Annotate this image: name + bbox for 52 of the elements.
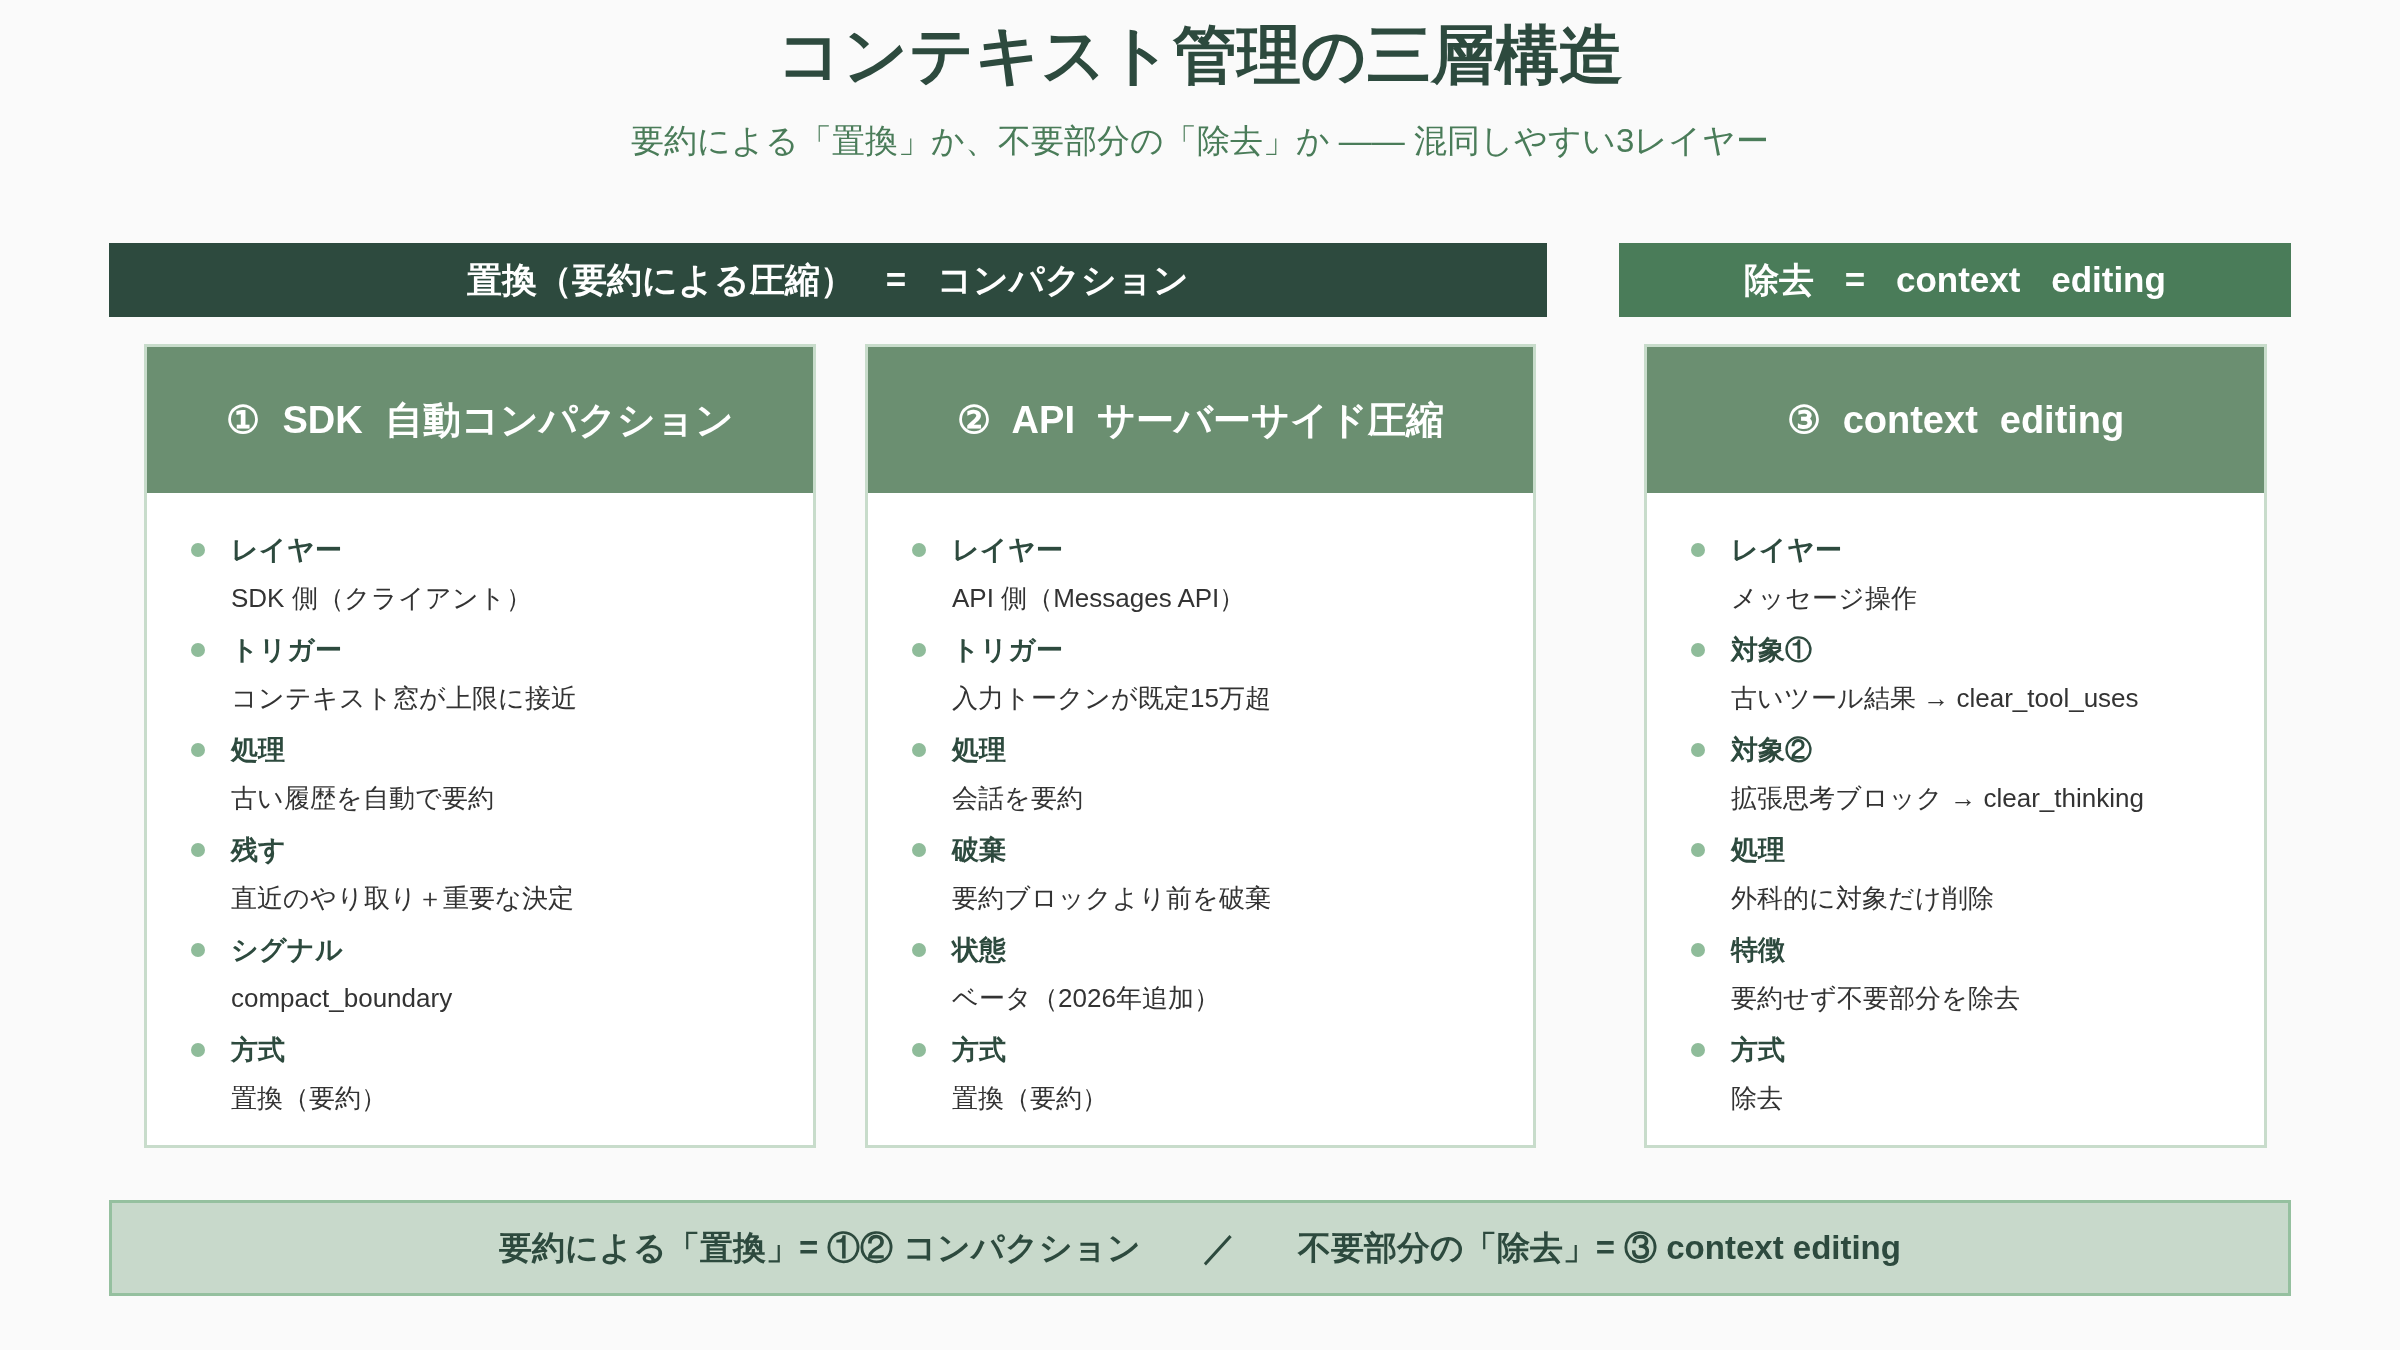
item-value: SDK 側（クライアント） bbox=[231, 582, 532, 615]
item-value: 古い履歴を自動で要約 bbox=[231, 782, 494, 815]
title: コンテキスト管理の三層構造 bbox=[777, 18, 1623, 93]
item-label: レイヤー bbox=[1731, 534, 1842, 567]
item-value: 会話を要約 bbox=[952, 782, 1083, 815]
item-label: レイヤー bbox=[952, 534, 1063, 567]
item-label: レイヤー bbox=[231, 534, 342, 567]
card bbox=[144, 344, 816, 1148]
item-value: 要約せず不要部分を除去 bbox=[1731, 982, 2020, 1015]
item-label: 処理 bbox=[952, 734, 1006, 767]
item-label: 方式 bbox=[1731, 1034, 1785, 1067]
item-label: 特徴 bbox=[1731, 934, 1785, 967]
item-value: 置換（要約） bbox=[231, 1082, 387, 1115]
item-value: 外科的に対象だけ削除 bbox=[1731, 882, 1994, 915]
item-label: 処理 bbox=[231, 734, 285, 767]
item-label: シグナル bbox=[231, 934, 343, 967]
item-label: 方式 bbox=[231, 1034, 285, 1067]
heading-band bbox=[109, 243, 1547, 317]
item-value: API 側（Messages API） bbox=[952, 582, 1246, 615]
item-value: compact_boundary bbox=[231, 982, 453, 1015]
card bbox=[865, 344, 1536, 1148]
item-value: 入力トークンが既定15万超 bbox=[952, 682, 1271, 715]
summary-text: ／ bbox=[1202, 1227, 1236, 1268]
item-label: 方式 bbox=[952, 1034, 1006, 1067]
item-value: 直近のやり取り＋重要な決定 bbox=[231, 882, 574, 915]
item-value: 除去 bbox=[1731, 1082, 1783, 1115]
item-value: コンテキスト窓が上限に接近 bbox=[231, 682, 577, 715]
item-value: 置換（要約） bbox=[952, 1082, 1108, 1115]
band-title: 置換（要約による圧縮） = コンパクション bbox=[467, 258, 1189, 301]
item-label: 対象② bbox=[1731, 734, 1812, 767]
item-label: 破棄 bbox=[952, 834, 1006, 867]
item-label: 処理 bbox=[1731, 834, 1785, 867]
item-value: 古いツール結果 → clear_tool_uses bbox=[1731, 682, 2139, 715]
item-value: 要約ブロックより前を破棄 bbox=[952, 882, 1271, 915]
item-label: 対象① bbox=[1731, 634, 1812, 667]
item-value: ベータ（2026年追加） bbox=[952, 982, 1220, 1015]
item-label: トリガー bbox=[952, 634, 1063, 667]
item-value: メッセージ操作 bbox=[1731, 582, 1917, 615]
card-header: ② API サーバーサイド圧縮 bbox=[868, 347, 1533, 493]
summary-band bbox=[109, 1200, 2291, 1296]
card bbox=[1644, 344, 2267, 1148]
subtitle: 要約による「置換」か、不要部分の「除去」か —— 混同しやすい3レイヤー bbox=[630, 121, 1770, 161]
card-header: ③ context editing bbox=[1647, 347, 2264, 493]
item-value: 拡張思考ブロック → clear_thinking bbox=[1731, 782, 2144, 815]
heading-band bbox=[1619, 243, 2291, 317]
item-label: 状態 bbox=[952, 934, 1006, 967]
summary-text: 不要部分の「除去」= ③ context editing bbox=[1297, 1227, 1901, 1268]
card-header: ① SDK 自動コンパクション bbox=[147, 347, 813, 493]
summary-text: 要約による「置換」= ①② コンパクション bbox=[499, 1227, 1141, 1268]
item-label: 残す bbox=[231, 834, 286, 867]
band-title: 除去 = context editing bbox=[1744, 258, 2166, 301]
item-label: トリガー bbox=[231, 634, 342, 667]
